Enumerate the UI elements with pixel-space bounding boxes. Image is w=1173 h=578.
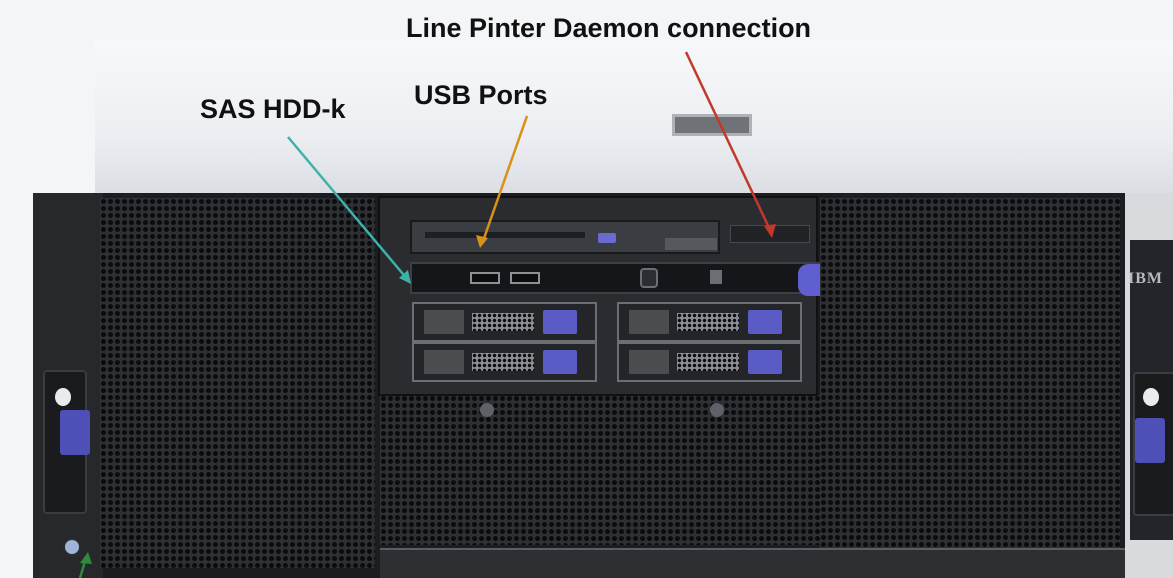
hdd-vent	[472, 313, 534, 331]
hdd-release-latch	[748, 310, 782, 334]
sas-hdd-bay-2	[412, 342, 597, 382]
diagnostic-button	[710, 270, 722, 284]
led-arrowhead	[80, 552, 92, 564]
optical-drive-slot	[425, 232, 585, 238]
hdd-release-latch	[543, 350, 577, 374]
hdd-label	[629, 350, 669, 374]
hdd-release-latch	[748, 350, 782, 374]
usb-port-1	[470, 272, 500, 284]
status-led	[63, 538, 81, 556]
sas-arrow	[287, 136, 409, 281]
lpd-arrow	[684, 51, 774, 235]
bottom-center-grille	[380, 395, 820, 545]
optical-eject-button	[598, 233, 616, 243]
usb-arrowhead	[476, 235, 488, 248]
right-handle-hole	[1143, 388, 1159, 406]
sas-arrowhead	[399, 270, 411, 284]
thumb-screw	[710, 403, 724, 417]
sas-hdd-bay-1	[412, 302, 597, 342]
cover-latch	[672, 114, 752, 136]
thumb-screw	[480, 403, 494, 417]
hdd-release-latch	[543, 310, 577, 334]
usb-port-2	[510, 272, 540, 284]
usb-ports-label: USB Ports	[414, 80, 548, 110]
sas-hdd-label: SAS HDD-k	[200, 94, 346, 124]
hdd-vent	[472, 353, 534, 371]
hdd-vent	[677, 313, 739, 331]
ibm-logo: IBM	[1128, 270, 1163, 287]
sas-hdd-bay-4	[617, 342, 802, 382]
usb-arrow	[480, 115, 529, 245]
right-fan-grille	[820, 198, 1120, 568]
left-handle-release-tab	[60, 410, 90, 455]
server-top-cover	[95, 40, 1173, 200]
line-printer-daemon-label: Line Pinter Daemon connection	[406, 13, 812, 43]
left-fan-grille	[100, 198, 375, 568]
right-handle-release-tab	[1135, 418, 1165, 463]
hdd-label	[424, 310, 464, 334]
sas-hdd-bay-3	[617, 302, 802, 342]
media-bay-pull-tab	[798, 264, 820, 296]
bottom-bezel-bar	[380, 548, 1125, 578]
power-button	[640, 268, 658, 288]
lpd-arrowhead	[764, 224, 776, 238]
left-handle-hole	[55, 388, 71, 406]
hdd-vent	[677, 353, 739, 371]
optical-drive-label	[665, 238, 717, 250]
hdd-label	[424, 350, 464, 374]
hdd-label	[629, 310, 669, 334]
